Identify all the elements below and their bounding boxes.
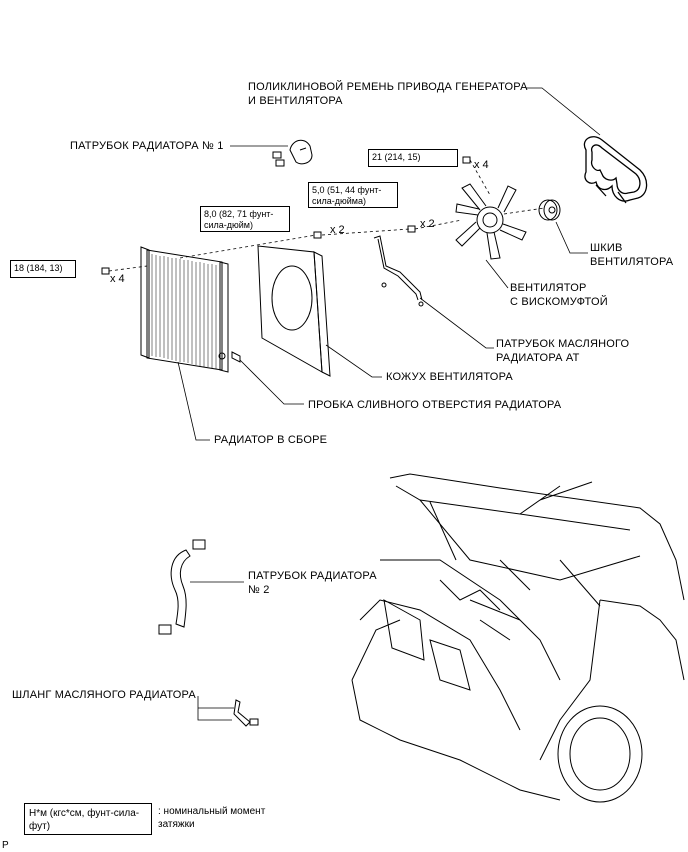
label-radiator-hose-2-line1: ПАТРУБОК РАДИАТОРА [248,570,377,582]
drive-belt-illustration [583,136,648,204]
fan-shroud-illustration [257,245,331,377]
fan-illustration [455,183,527,260]
radiator-illustration [140,246,229,373]
label-fan-viscous-line2: С ВИСКОМУФТОЙ [510,296,608,308]
torque-box-80: 8,0 (82, 71 фунт-сила-дюйм) [200,206,290,232]
quantity-18: x 4 [110,273,125,285]
fan-pulley-illustration [538,199,561,221]
assembly-lines [108,159,545,272]
label-at-oil-pipe-line2: РАДИАТОРА АТ [496,352,580,364]
legend-torque-units: Н*м (кгс*см, фунт-сила-фут) [24,803,152,835]
leader-lines [177,87,601,721]
legend-description: : номинальный момент затяжки [158,806,266,830]
drain-plug-illustration [231,351,241,363]
quantity-80: x 2 [330,224,345,236]
label-fan-viscous-line1: ВЕНТИЛЯТОР [510,282,587,294]
corner-mark: P [2,840,9,851]
at-oil-pipe-illustration [373,235,424,307]
label-radiator-hose-2-line2: № 2 [248,584,270,596]
vehicle-front-illustration [351,473,685,803]
label-radiator-hose-2: ПАТРУБОК РАДИАТОРА № 2 [248,569,377,597]
oil-cooler-hose-illustration [233,699,259,727]
label-drain-plug: ПРОБКА СЛИВНОГО ОТВЕРСТИЯ РАДИАТОРА [308,399,562,411]
label-oil-cooler-hose: ШЛАНГ МАСЛЯНОГО РАДИАТОРА [12,689,196,701]
label-at-oil-pipe-line1: ПАТРУБОК МАСЛЯНОГО [496,338,630,350]
label-at-oil-pipe: ПАТРУБОК МАСЛЯНОГО РАДИАТОРА АТ [496,337,629,365]
torque-box-50: 5,0 (51, 44 фунт-сила-дюйма) [308,182,398,208]
label-drive-belt: ПОЛИКЛИНОВОЙ РЕМЕНЬ ПРИВОДА ГЕНЕРАТОРА И… [248,80,528,108]
label-drive-belt-line1: ПОЛИКЛИНОВОЙ РЕМЕНЬ ПРИВОДА ГЕНЕРАТОРА [248,81,528,93]
torque-box-18: 18 (184, 13) [10,260,76,278]
radiator-hose-2-illustration [158,539,206,635]
quantity-50: x 2 [420,218,435,230]
torque-box-21: 21 (214, 15) [368,149,458,167]
label-fan-shroud: КОЖУХ ВЕНТИЛЯТОРА [386,371,513,383]
label-fan-viscous: ВЕНТИЛЯТОР С ВИСКОМУФТОЙ [510,281,608,309]
label-fan-pulley-line1: ШКИВ [590,242,623,254]
label-drive-belt-line2: И ВЕНТИЛЯТОРА [248,95,343,107]
radiator-hose-1-illustration [272,139,313,167]
label-radiator-hose-1: ПАТРУБОК РАДИАТОРА № 1 [70,140,224,152]
label-fan-pulley-line2: ВЕНТИЛЯТОРА [590,256,674,268]
label-fan-pulley: ШКИВ ВЕНТИЛЯТОРА [590,241,673,269]
quantity-21: x 4 [474,159,489,171]
label-radiator-assembly: РАДИАТОР В СБОРЕ [214,434,328,446]
